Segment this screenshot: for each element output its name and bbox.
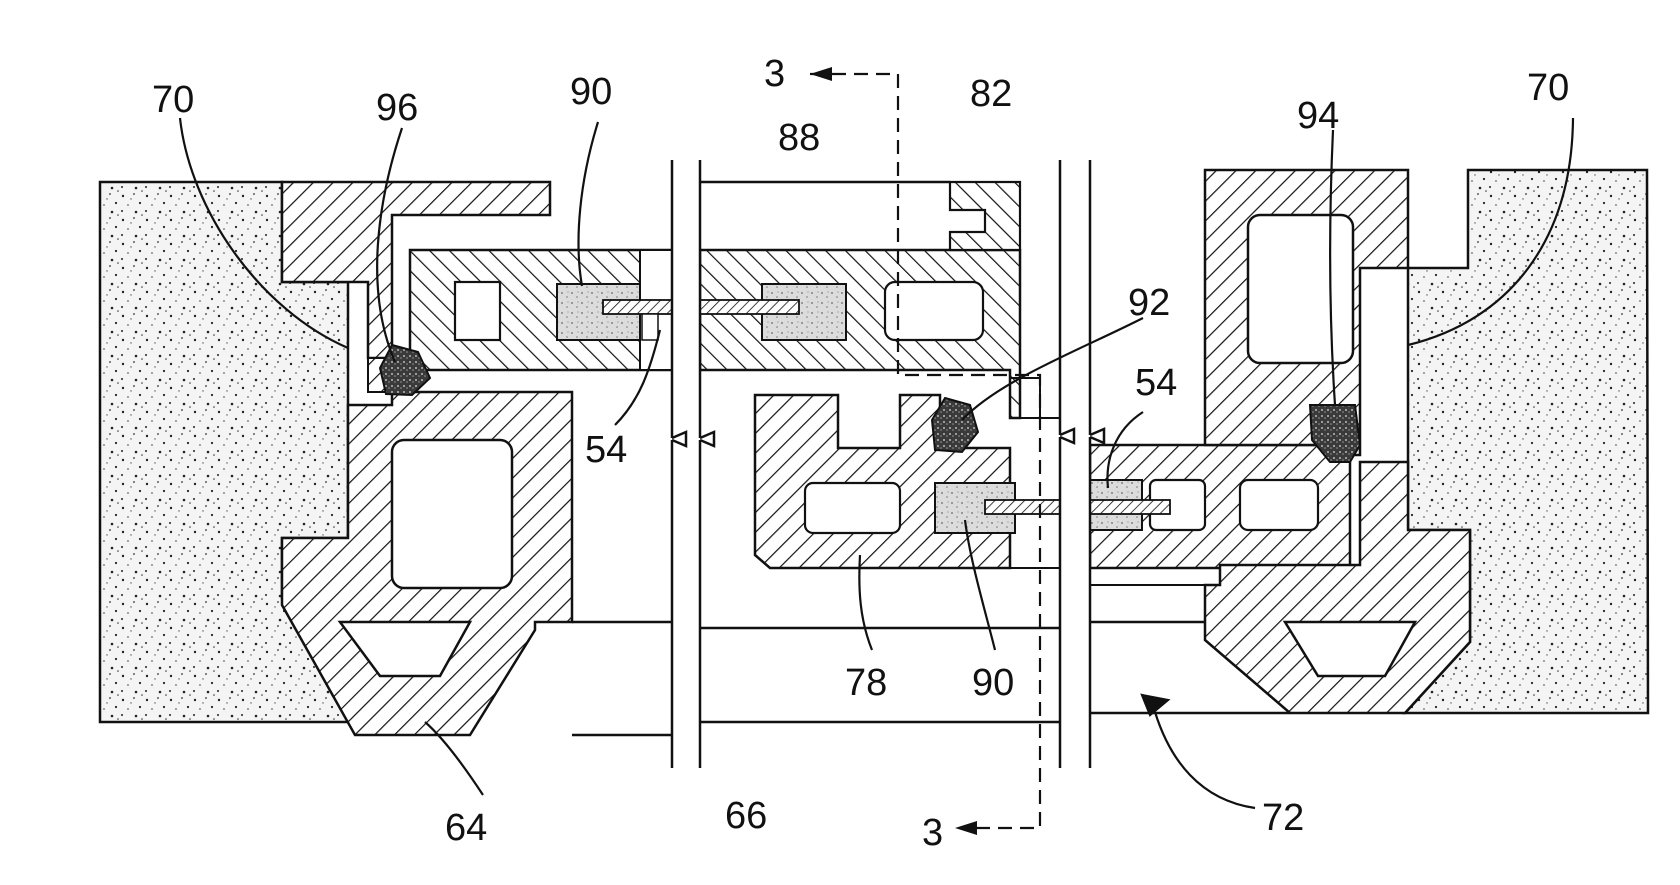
label-3-bottom: 3 (922, 812, 943, 854)
label-72: 72 (1262, 797, 1304, 839)
top-beam-center (603, 182, 1020, 418)
label-54-right: 54 (1135, 362, 1177, 404)
label-82: 82 (970, 73, 1012, 115)
label-78: 78 (845, 662, 887, 704)
lower-beam-78 (755, 395, 1015, 568)
label-64: 64 (445, 807, 487, 849)
label-66: 66 (725, 795, 767, 837)
label-54-left: 54 (585, 429, 627, 471)
label-70-left: 70 (152, 79, 194, 121)
label-3-top: 3 (764, 53, 785, 95)
label-96: 96 (376, 87, 418, 129)
center-beam-cavity (885, 282, 983, 340)
lower-beam-cavity (805, 483, 900, 533)
label-90-top: 90 (570, 71, 612, 113)
label-88: 88 (778, 117, 820, 159)
left-cavity-lower (392, 440, 512, 588)
right-beam-cavity (1240, 480, 1318, 530)
label-90-bottom: 90 (972, 662, 1014, 704)
label-92: 92 (1128, 282, 1170, 324)
right-cavity-upper (1248, 215, 1353, 363)
leader-72 (1155, 712, 1255, 808)
label-94: 94 (1297, 95, 1339, 137)
label-70-right: 70 (1527, 67, 1569, 109)
left-beam-cavity (455, 282, 500, 340)
